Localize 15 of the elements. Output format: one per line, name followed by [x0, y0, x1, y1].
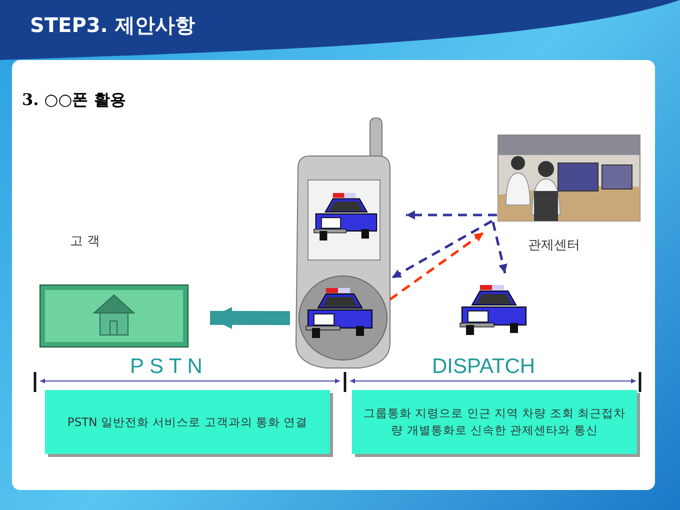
node-caption: 관제센터	[528, 237, 580, 254]
building-box	[40, 285, 188, 347]
slide-title: STEP3. 제안사항	[30, 12, 195, 39]
arrow	[406, 210, 497, 220]
section-label: P S T N	[130, 356, 202, 377]
photo	[498, 135, 640, 221]
section-label: DISPATCH	[432, 356, 536, 377]
block-arrow	[210, 306, 290, 329]
node-caption: 고 객	[70, 233, 100, 250]
arrow	[492, 222, 508, 274]
section-heading: 3. ○○폰 활용	[22, 92, 126, 108]
arrow	[389, 232, 484, 300]
description-box: 그룹통화 지령으로 인근 지역 차량 조회 최근접차량 개별통화로 신속한 관제센타와 통신	[352, 390, 637, 454]
description-box: PSTN 일반전화 서비스로 고객과의 통화 연결	[45, 390, 330, 454]
arrow	[391, 220, 493, 279]
